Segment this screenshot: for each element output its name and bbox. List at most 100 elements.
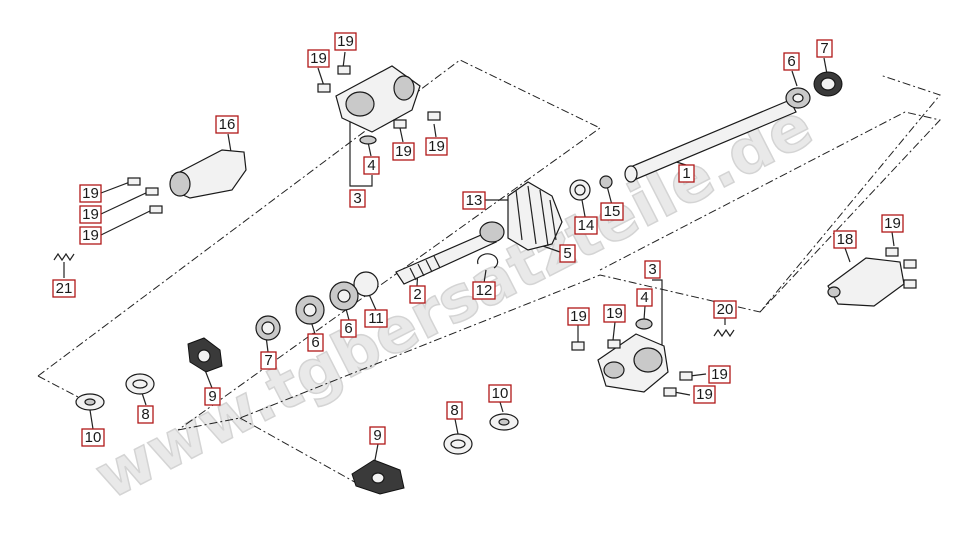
flange-9-left <box>187 337 223 373</box>
callout-number: 3 <box>353 190 361 207</box>
washer-8-left <box>125 373 155 395</box>
callout-number: 21 <box>56 280 73 297</box>
callout-number: 10 <box>85 429 102 446</box>
callout-4: 4 <box>636 288 653 307</box>
callout-10: 10 <box>81 428 105 447</box>
callout-number: 19 <box>428 138 445 155</box>
callout-4: 4 <box>363 156 380 175</box>
callout-number: 15 <box>604 203 621 220</box>
callout-number: 19 <box>310 50 327 67</box>
callout-19: 19 <box>603 304 626 323</box>
callout-19: 19 <box>567 307 590 326</box>
callout-19: 19 <box>79 226 102 245</box>
main-shaft <box>624 99 797 183</box>
callout-number: 19 <box>696 386 713 403</box>
upper-flange-housing <box>335 65 421 145</box>
shaft-2 <box>395 221 505 285</box>
callout-19: 19 <box>693 385 716 404</box>
callout-number: 2 <box>413 286 421 303</box>
washer-8-right <box>443 433 473 455</box>
callout-number: 12 <box>476 282 493 299</box>
front-housing-3 <box>597 318 669 393</box>
callout-6: 6 <box>307 333 324 352</box>
callout-13: 13 <box>462 191 486 210</box>
callout-number: 18 <box>837 231 854 248</box>
callout-9: 9 <box>369 426 386 445</box>
bearings-lower <box>255 271 379 341</box>
callout-12: 12 <box>472 281 496 300</box>
spacer-14 <box>569 179 591 201</box>
callout-14: 14 <box>574 216 598 235</box>
callout-number: 19 <box>82 206 99 223</box>
callout-10: 10 <box>488 384 512 403</box>
callout-21: 21 <box>52 279 76 298</box>
callout-number: 5 <box>563 245 571 262</box>
callout-19: 19 <box>334 32 357 51</box>
callout-number: 11 <box>368 310 384 327</box>
callout-number: 19 <box>606 305 623 322</box>
circlip-12 <box>477 253 499 269</box>
callout-19: 19 <box>708 365 731 384</box>
callout-6: 6 <box>340 319 357 338</box>
callout-number: 14 <box>578 217 595 234</box>
callout-7: 7 <box>260 351 277 370</box>
callout-number: 8 <box>450 402 458 419</box>
callout-20: 20 <box>713 300 737 319</box>
callout-2: 2 <box>409 285 426 304</box>
washer-15 <box>599 175 613 189</box>
bearing-6-top <box>785 87 811 109</box>
callout-18: 18 <box>833 230 857 249</box>
callout-8: 8 <box>137 405 154 424</box>
callout-19: 19 <box>307 49 330 68</box>
callout-number: 10 <box>492 385 509 402</box>
callout-number: 19 <box>337 33 354 50</box>
callout-15: 15 <box>600 202 624 221</box>
callout-1: 1 <box>678 164 695 183</box>
callout-number: 7 <box>264 352 272 369</box>
callout-number: 19 <box>570 308 587 325</box>
callout-number: 6 <box>787 53 795 70</box>
callout-5: 5 <box>559 244 576 263</box>
spring-21 <box>53 252 75 262</box>
callout-8: 8 <box>446 401 463 420</box>
callout-number: 19 <box>711 366 728 383</box>
callout-number: 9 <box>208 388 216 405</box>
callout-number: 19 <box>82 227 99 244</box>
callout-number: 19 <box>395 143 412 160</box>
bolts-front <box>571 328 735 397</box>
callout-19: 19 <box>79 205 102 224</box>
end-cover-18 <box>827 247 917 307</box>
callout-11: 11 <box>364 309 388 328</box>
callout-number: 13 <box>466 192 483 209</box>
callout-3: 3 <box>349 189 366 208</box>
callout-19: 19 <box>425 137 448 156</box>
assembly-outline <box>37 59 941 486</box>
callout-6: 6 <box>783 52 800 71</box>
flange-9-right <box>351 459 405 495</box>
callout-number: 19 <box>82 185 99 202</box>
callout-number: 1 <box>682 165 690 182</box>
nut-10-left <box>75 393 105 411</box>
part-callouts: 19 19 19 19 4 3 16 19 19 19 21 6 7 1 13 … <box>52 32 904 447</box>
callout-number: 16 <box>219 116 236 133</box>
nut-10-right <box>489 413 519 431</box>
callout-number: 20 <box>717 301 734 318</box>
callout-number: 9 <box>373 427 381 444</box>
callout-16: 16 <box>215 115 239 134</box>
callout-number: 8 <box>141 406 149 423</box>
callout-19: 19 <box>392 142 415 161</box>
callout-7: 7 <box>816 39 833 58</box>
callout-number: 7 <box>820 40 828 57</box>
rear-housing-16 <box>127 149 247 214</box>
bolts-upper <box>317 65 441 129</box>
callout-number: 4 <box>367 157 375 174</box>
callout-number: 19 <box>884 215 901 232</box>
callout-number: 6 <box>344 320 352 337</box>
callout-number: 3 <box>648 261 656 278</box>
callout-number: 4 <box>640 289 648 306</box>
callout-3: 3 <box>644 260 661 279</box>
bevel-gear-13 <box>507 181 563 251</box>
seal-7-top <box>813 71 843 97</box>
callout-9: 9 <box>204 387 221 406</box>
